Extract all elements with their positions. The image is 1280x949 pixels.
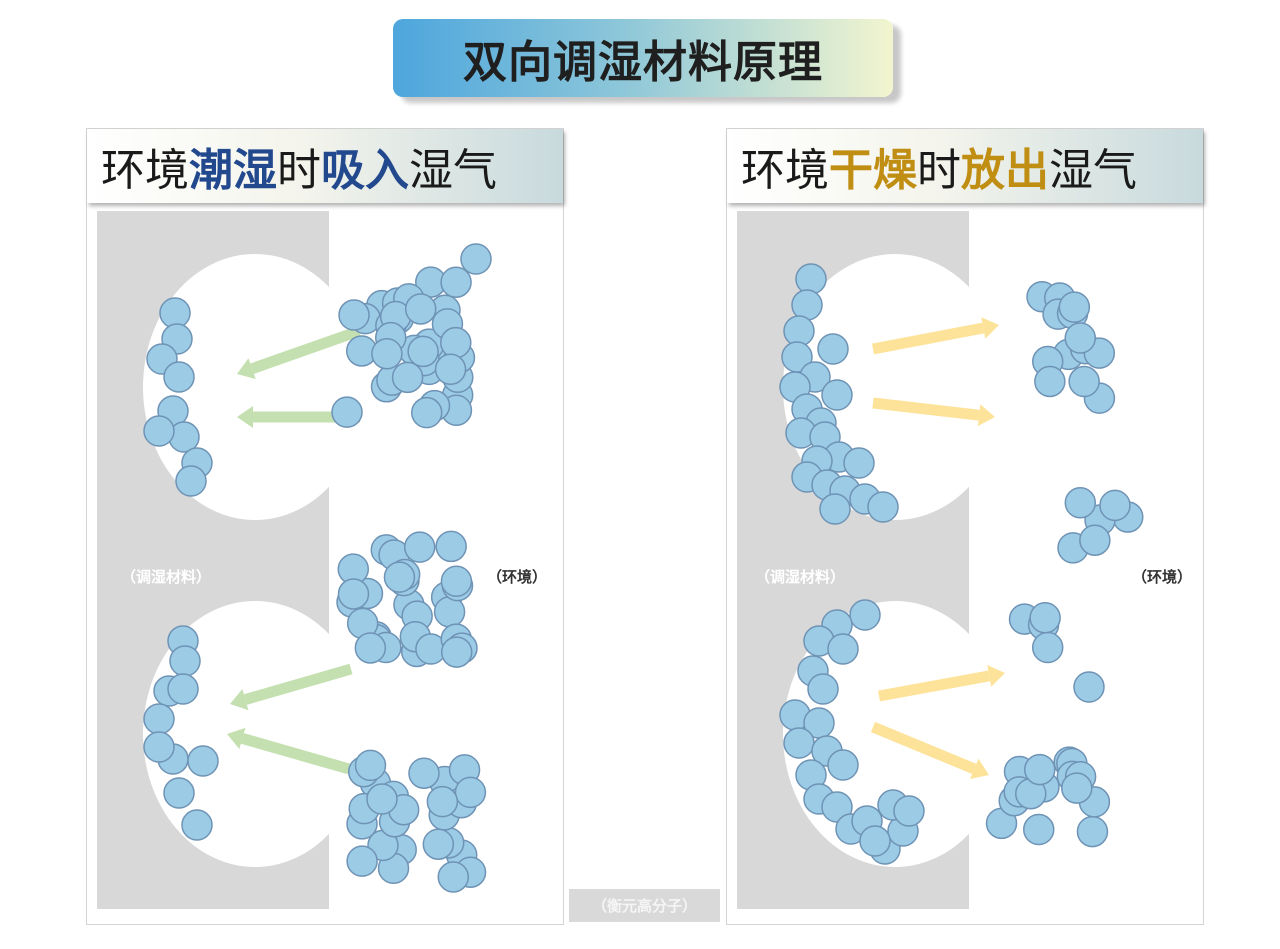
credit-watermark: （衡元高分子） <box>569 889 720 922</box>
water-molecule <box>1073 671 1105 703</box>
water-molecule <box>404 293 437 325</box>
water-molecule <box>169 645 201 677</box>
water-molecule <box>849 599 881 631</box>
header-text-moisture: 湿气 <box>409 145 497 196</box>
water-molecule <box>827 633 859 665</box>
title-banner: 双向调湿材料原理 <box>393 19 893 97</box>
environment-label: （环境） <box>487 568 548 586</box>
flow-arrow <box>878 665 1005 702</box>
material-block <box>97 211 367 909</box>
flow-arrow <box>871 317 999 355</box>
water-molecule <box>454 776 487 809</box>
absorb-diagram <box>97 211 492 909</box>
water-molecule <box>175 465 207 497</box>
water-molecule <box>1029 602 1061 634</box>
water-molecule <box>434 353 467 386</box>
header-text-env: 环境 <box>741 145 829 196</box>
water-molecule <box>163 361 195 393</box>
water-molecule <box>843 447 875 479</box>
release-panel: 环境干燥时放出湿气 （调湿材料） （环境） <box>726 128 1204 925</box>
water-molecule <box>1061 772 1093 804</box>
water-molecule <box>1064 322 1097 354</box>
water-molecule <box>827 749 859 781</box>
page-title: 双向调湿材料原理 <box>463 37 823 88</box>
header-text-env: 环境 <box>101 145 189 196</box>
water-molecule <box>440 266 472 298</box>
water-molecule <box>821 379 853 411</box>
header-text-moisture: 湿气 <box>1049 145 1137 196</box>
water-molecule <box>331 396 363 428</box>
material-label: （调湿材料） <box>121 568 212 586</box>
water-molecule <box>1024 753 1056 786</box>
water-molecule <box>410 396 443 429</box>
header-text-humid: 潮湿 <box>189 145 277 196</box>
flow-arrow <box>230 663 353 711</box>
water-molecules <box>143 243 492 893</box>
water-molecule <box>460 243 492 275</box>
water-molecule <box>366 783 398 815</box>
flow-arrow <box>237 325 361 380</box>
water-molecule <box>181 809 213 841</box>
water-molecule <box>893 795 925 827</box>
water-molecule <box>437 861 470 893</box>
header-text-dry: 干燥 <box>829 145 917 196</box>
header-text-release: 放出 <box>961 145 1049 196</box>
material-label: （调湿材料） <box>755 568 846 586</box>
water-molecule <box>1068 365 1100 398</box>
water-molecule <box>371 337 403 370</box>
water-molecule <box>1076 815 1109 848</box>
water-molecule <box>426 785 459 818</box>
flow-arrow <box>872 397 995 427</box>
absorb-panel: 环境潮湿时吸入湿气 （调湿材料） （环境） <box>86 128 564 925</box>
water-molecule <box>407 335 439 368</box>
header-text-absorb: 吸入 <box>321 145 409 196</box>
water-molecule <box>440 326 472 359</box>
water-molecule <box>408 757 440 789</box>
water-molecule <box>1031 631 1064 664</box>
water-molecule <box>1058 291 1091 323</box>
water-molecule <box>1034 365 1066 398</box>
water-molecule <box>337 578 370 610</box>
water-molecule <box>1079 524 1111 556</box>
water-molecule <box>807 673 839 705</box>
water-molecule <box>354 632 387 664</box>
header-text-when: 时 <box>277 145 321 196</box>
environment-label: （环境） <box>1132 568 1193 586</box>
header-text-when: 时 <box>917 145 961 196</box>
water-molecule <box>817 333 849 365</box>
material-block <box>737 211 1007 909</box>
water-molecules <box>779 263 1144 865</box>
water-molecule <box>783 727 815 759</box>
water-molecule <box>187 745 219 777</box>
release-arrows <box>870 317 1005 780</box>
water-molecule <box>143 731 175 763</box>
water-molecule <box>403 531 436 563</box>
water-molecule <box>338 299 370 331</box>
water-molecule <box>163 777 195 809</box>
flow-arrow <box>227 727 351 775</box>
water-molecule <box>143 415 175 447</box>
absorb-panel-header: 环境潮湿时吸入湿气 <box>87 129 563 203</box>
water-molecule <box>1022 813 1055 846</box>
water-molecule <box>167 673 199 705</box>
water-molecule <box>867 491 899 523</box>
water-molecule <box>383 561 416 593</box>
water-molecule <box>440 565 473 598</box>
water-molecule <box>354 749 387 782</box>
water-molecule <box>819 493 851 525</box>
water-molecule <box>433 596 466 628</box>
water-molecule <box>859 825 891 857</box>
flow-arrow <box>870 721 989 780</box>
water-molecule <box>346 845 378 877</box>
water-molecule <box>795 263 827 295</box>
release-panel-header: 环境干燥时放出湿气 <box>727 129 1203 203</box>
water-molecule <box>143 703 175 735</box>
water-molecule <box>435 530 467 563</box>
release-diagram <box>737 211 1144 909</box>
water-molecule <box>1099 489 1131 522</box>
water-molecule <box>391 361 424 394</box>
water-molecule <box>440 636 473 668</box>
water-molecule <box>422 828 455 860</box>
water-molecule <box>1064 487 1097 519</box>
